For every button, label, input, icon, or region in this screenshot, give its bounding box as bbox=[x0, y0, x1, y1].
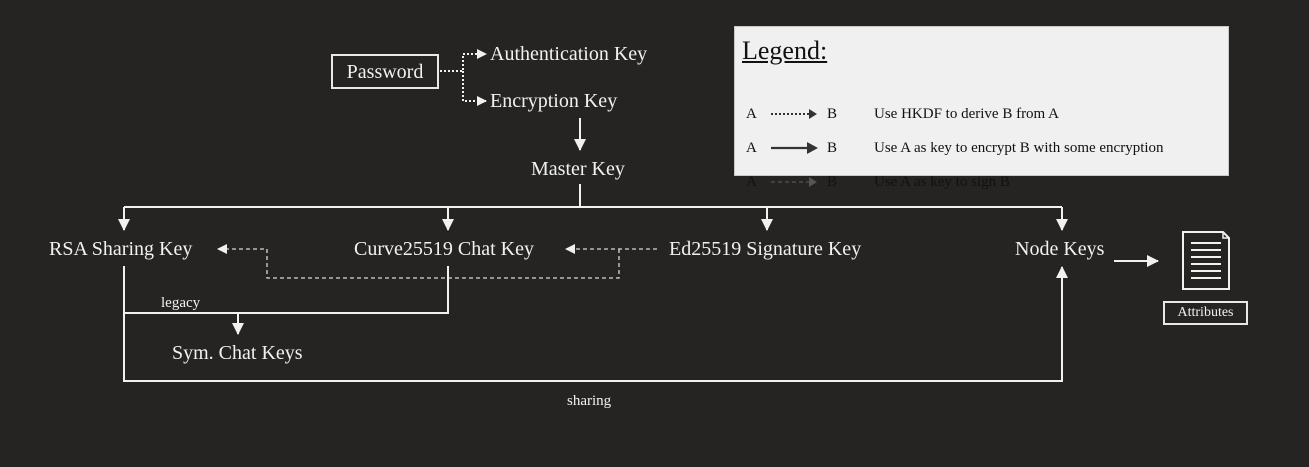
legend-row-hkdf: A B Use HKDF to derive B from A bbox=[735, 104, 1228, 124]
solid-arrow-icon bbox=[771, 142, 818, 154]
legend-b: B bbox=[827, 174, 838, 190]
dashed-arrow-icon bbox=[771, 177, 817, 187]
sharing-edge bbox=[123, 266, 1068, 382]
legend-title: Legend: bbox=[742, 36, 828, 65]
legend-description: Use A as key to sign B bbox=[874, 174, 1010, 190]
legacy-edges bbox=[123, 266, 449, 335]
legend-row-encrypt: A B Use A as key to encrypt B with some … bbox=[735, 138, 1228, 158]
master-key-node: Master Key bbox=[531, 158, 625, 180]
signing-edges bbox=[217, 244, 657, 279]
hkdf-edges bbox=[440, 49, 487, 106]
encryption-key-node: Encryption Key bbox=[490, 90, 618, 112]
legend-description: Use A as key to encrypt B with some encr… bbox=[874, 140, 1164, 156]
password-label: Password bbox=[346, 60, 424, 83]
legend-a: A bbox=[746, 140, 757, 156]
attributes-box: Attributes bbox=[1163, 301, 1248, 325]
sym-chat-keys-node: Sym. Chat Keys bbox=[172, 342, 303, 364]
legend-a: A bbox=[746, 106, 757, 122]
legend-panel: Legend: A B Use HKDF to derive B from A … bbox=[734, 26, 1229, 190]
legend-row-sign: A B Use A as key to sign B bbox=[735, 172, 1228, 192]
legend-b: B bbox=[827, 140, 838, 156]
curve-chat-key-node: Curve25519 Chat Key bbox=[354, 238, 534, 260]
legend-a: A bbox=[746, 174, 757, 190]
master-key-bus bbox=[118, 184, 1068, 231]
dotted-arrow-icon bbox=[771, 109, 817, 119]
password-node: Password bbox=[331, 54, 439, 89]
authentication-key-node: Authentication Key bbox=[490, 43, 648, 65]
legend-description: Use HKDF to derive B from A bbox=[874, 106, 1059, 122]
legacy-label: legacy bbox=[161, 295, 201, 311]
sharing-label: sharing bbox=[567, 393, 612, 409]
rsa-sharing-key-node: RSA Sharing Key bbox=[49, 238, 193, 260]
legend-b: B bbox=[827, 106, 838, 122]
document-icon bbox=[1182, 231, 1230, 290]
attributes-label: Attributes bbox=[1177, 305, 1234, 320]
ed-signature-key-node: Ed25519 Signature Key bbox=[669, 238, 862, 260]
node-keys-node: Node Keys bbox=[1015, 238, 1105, 260]
